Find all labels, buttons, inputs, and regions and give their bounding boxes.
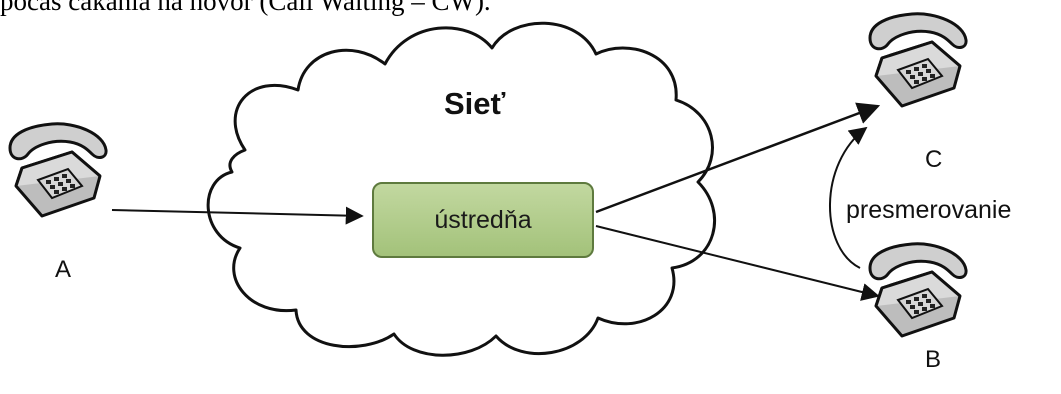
switch-node: ústredňa — [372, 182, 594, 258]
cloud-title: Sieť — [444, 86, 506, 121]
phone-c-label: C — [925, 146, 943, 173]
telephone-icon — [8, 122, 108, 218]
telephone-icon — [868, 242, 968, 338]
caption-text: počas čakania na hovor (Call Waiting – C… — [0, 0, 491, 16]
phone-a-label: A — [55, 256, 72, 283]
arrow-switch-to-c — [595, 102, 881, 214]
telephone-icon — [868, 12, 968, 108]
arrow-switch-to-b — [595, 225, 880, 301]
redirect-label: presmerovanie — [846, 196, 1012, 224]
phone-b-label: B — [925, 346, 942, 373]
redirect-arrow — [829, 126, 868, 269]
arrow-a-to-switch — [111, 206, 364, 225]
switch-label: ústredňa — [434, 205, 532, 234]
